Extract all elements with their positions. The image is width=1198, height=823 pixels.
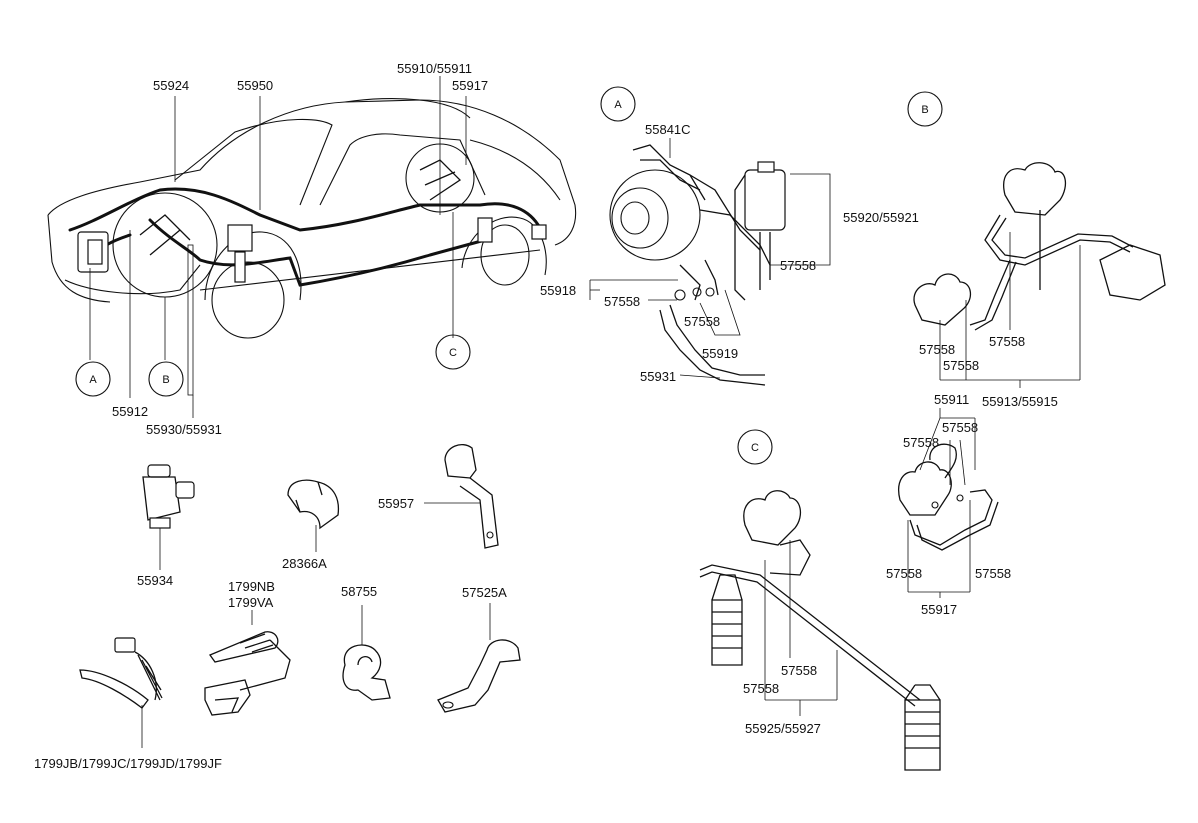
callout-a-car: A [75,361,111,397]
label-57558-d1: 57558 [942,420,978,435]
svg-text:A: A [614,99,622,111]
callout-b-car: B [148,361,184,397]
callout-a-detail: A [600,86,636,122]
svg-text:C: C [751,442,759,454]
label-55919: 55919 [702,346,738,361]
label-1799jb: 1799JB/1799JC/1799JD/1799JF [34,756,222,771]
part-55934 [142,464,195,570]
label-55957: 55957 [378,496,414,511]
label-55918: 55918 [540,283,576,298]
label-57558-b2: 57558 [989,334,1025,349]
label-55913-55915: 55913/55915 [982,394,1058,409]
label-57525a: 57525A [462,585,507,600]
label-57558-b1: 57558 [919,342,955,357]
part-28366a [287,479,340,552]
label-57558-a3: 57558 [684,314,720,329]
label-55917-top: 55917 [452,78,488,93]
label-55925-55927: 55925/55927 [745,721,821,736]
label-57558-c2: 57558 [743,681,779,696]
part-1799nb-1799va [204,610,291,716]
callout-b-detail: B [907,91,943,127]
label-55930-55931: 55930/55931 [146,422,222,437]
label-55920-55921: 55920/55921 [843,210,919,225]
label-57558-d3: 57558 [886,566,922,581]
detail-b-leaders [939,232,1081,388]
label-55910-55911: 55910/55911 [397,61,472,76]
label-57558-c1: 57558 [781,663,817,678]
car-leaders [89,76,467,418]
label-57558-d4: 57558 [975,566,1011,581]
detail-b-illustration [913,162,1166,331]
detail-55917-illustration [898,443,999,551]
svg-text:C: C [449,347,457,359]
label-28366a: 28366A [282,556,327,571]
label-57558-a1: 57558 [780,258,816,273]
svg-text:B: B [162,374,169,386]
part-58755 [342,605,391,701]
detail-55917-leaders [907,408,976,598]
label-55917-bottom: 55917 [921,602,957,617]
label-55911: 55911 [934,392,969,407]
label-55912: 55912 [112,404,148,419]
label-55841c: 55841C [645,122,691,137]
callout-c-detail: C [737,429,773,465]
label-55924: 55924 [153,78,189,93]
label-57558-d2: 57558 [903,435,939,450]
detail-a-leaders [589,138,831,379]
car-illustration [47,98,577,339]
svg-text:A: A [89,374,97,386]
part-57525a [437,603,521,713]
label-58755: 58755 [341,584,377,599]
label-55931: 55931 [640,369,676,384]
callout-c-car: C [435,334,471,370]
detail-c-leaders [764,540,838,716]
label-55934: 55934 [137,573,173,588]
svg-text:B: B [921,104,928,116]
label-57558-b3: 57558 [943,358,979,373]
detail-a-illustration [609,144,786,386]
label-1799va: 1799VA [228,595,274,610]
part-55957 [424,444,499,549]
label-55950: 55950 [237,78,273,93]
part-1799jb [79,637,163,748]
label-57558-a2: 57558 [604,294,640,309]
label-1799nb: 1799NB [228,579,275,594]
